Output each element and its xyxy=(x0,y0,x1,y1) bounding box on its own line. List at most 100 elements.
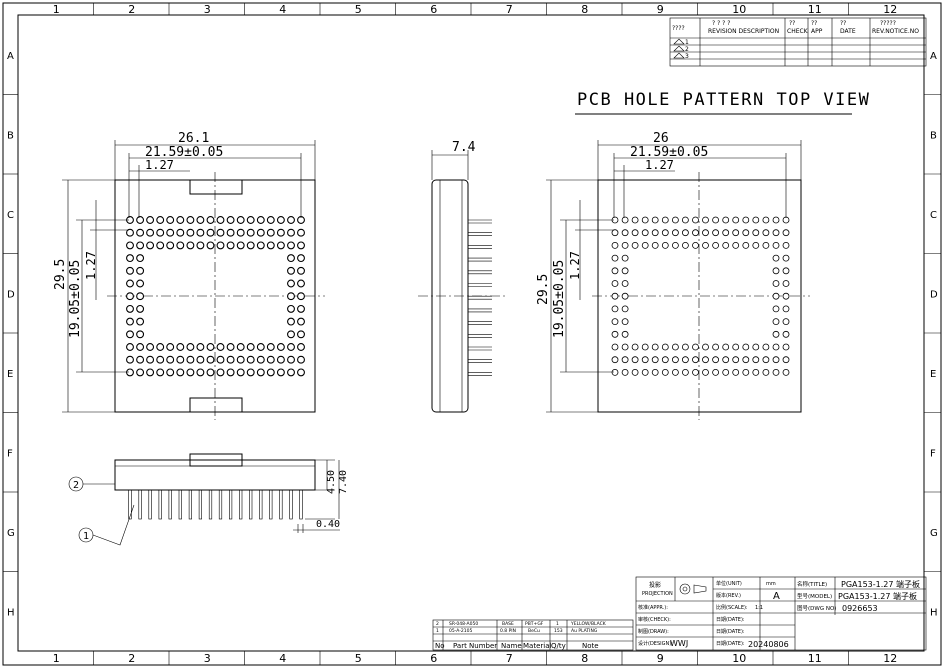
parts-r2-qty: 153 xyxy=(554,628,563,634)
pin-hole xyxy=(266,216,275,224)
parts-h-material: Material xyxy=(523,642,551,650)
pin-hole xyxy=(266,343,275,351)
pin-hole xyxy=(246,241,255,250)
revision-table: ???? ? ? ? ? REVISION DESCRIPTION ?? CHE… xyxy=(669,17,927,67)
pin-hole xyxy=(621,267,629,275)
pin-hole xyxy=(216,343,225,351)
pin-hole xyxy=(651,229,659,237)
pin-hole xyxy=(722,343,730,351)
pin-hole xyxy=(611,368,619,376)
col-marker-top: 11 xyxy=(808,3,822,16)
pin-hole xyxy=(226,241,235,250)
pin-hole xyxy=(256,355,265,364)
pin-hole xyxy=(297,254,305,263)
pin-hole xyxy=(146,343,155,351)
left-bottom-notch xyxy=(189,397,243,413)
pin-hole xyxy=(256,228,265,237)
pin-hole xyxy=(297,304,305,313)
pin-hole xyxy=(611,356,619,364)
pin-hole xyxy=(782,330,790,338)
row-marker-right: D xyxy=(930,289,938,300)
parts-r2-name: 0.8 PIN xyxy=(500,628,516,634)
front-pin xyxy=(158,489,162,520)
col-marker-bottom: 2 xyxy=(128,652,135,665)
front-pin xyxy=(239,489,243,520)
pin-hole xyxy=(641,229,649,237)
pin-hole xyxy=(206,241,215,250)
pin-hole xyxy=(631,356,639,364)
parts-r1-no: 2 xyxy=(436,621,439,627)
pin-hole xyxy=(166,368,175,377)
pin-hole xyxy=(722,229,730,237)
tb-scale-label: 比例(SCALE): xyxy=(716,604,748,611)
pin-hole xyxy=(186,355,195,364)
col-marker-bottom: 6 xyxy=(430,652,437,665)
left-top-view: 26.1 21.59±0.05 1.27 29.5 19.05±0.05 1.2… xyxy=(53,131,325,420)
col-marker-bottom: 8 xyxy=(581,652,588,665)
pin-hole xyxy=(266,368,275,377)
front-body xyxy=(114,459,316,491)
pin-hole xyxy=(782,292,790,300)
front-view: 4.50 7.40 0.40 2 1 xyxy=(68,453,349,546)
row-marker-left: E xyxy=(7,369,13,380)
pin-hole xyxy=(287,266,295,275)
pin-hole xyxy=(702,368,709,376)
pin-hole xyxy=(186,368,195,377)
row-marker-right: C xyxy=(930,210,937,221)
row-marker-left: G xyxy=(7,528,15,539)
row-marker-right: B xyxy=(930,130,937,141)
pin-hole xyxy=(186,228,195,237)
pin-hole xyxy=(297,228,305,237)
right-dim-pitch-v: 1.27 xyxy=(568,251,582,280)
svg-text:??: ?? xyxy=(840,20,846,27)
pin-hole xyxy=(206,228,215,237)
pin-hole xyxy=(297,266,305,275)
tb-projection-en: PROJECTION xyxy=(642,591,673,597)
front-pin xyxy=(178,489,182,520)
pin-hole xyxy=(126,292,134,301)
view-title: PCB HOLE PATTERN TOP VIEW xyxy=(577,90,870,110)
pin-hole xyxy=(156,216,165,224)
pin-hole xyxy=(146,216,155,224)
front-dim-pin: 0.40 xyxy=(316,519,340,530)
front-pin xyxy=(279,489,283,520)
pin-hole xyxy=(256,368,265,377)
pin-hole xyxy=(156,368,165,377)
pin-hole xyxy=(631,229,639,237)
pin-hole xyxy=(772,305,780,313)
pin-hole xyxy=(297,241,305,250)
pin-hole xyxy=(782,356,790,364)
pin-hole xyxy=(176,228,185,237)
tb-unit-value: mm xyxy=(766,581,776,587)
pin-hole xyxy=(621,241,629,249)
svg-text:?????: ????? xyxy=(880,20,896,27)
pin-hole xyxy=(712,343,719,351)
pin-hole xyxy=(287,317,295,326)
tb-projection-cn: 投影 xyxy=(649,581,661,589)
pin-hole xyxy=(226,343,235,351)
pin-hole xyxy=(621,216,629,224)
pin-hole xyxy=(682,343,689,351)
pin-hole xyxy=(762,343,770,351)
pin-hole xyxy=(276,343,285,351)
pin-hole xyxy=(682,356,689,364)
pin-hole xyxy=(742,356,750,364)
pin-hole xyxy=(722,216,730,224)
pin-hole xyxy=(611,318,619,326)
pin-hole xyxy=(206,368,215,377)
pin-hole xyxy=(762,241,770,249)
pin-hole xyxy=(722,356,730,364)
pin-hole xyxy=(136,266,145,275)
parts-h-note: Note xyxy=(582,642,599,650)
pin-hole xyxy=(126,254,134,263)
col-marker-bottom: 4 xyxy=(279,652,286,665)
pin-hole xyxy=(297,292,305,301)
pin-hole xyxy=(126,304,134,313)
pin-hole xyxy=(236,216,245,224)
pin-hole xyxy=(276,228,285,237)
row-marker-left: A xyxy=(7,51,14,62)
rev-header-date: DATE xyxy=(840,28,856,35)
pin-hole xyxy=(206,355,215,364)
pin-hole xyxy=(661,216,669,224)
title-block: 投影 PROJECTION 单位(UNIT) mm 版本(REV.) A 核准(… xyxy=(635,576,927,651)
